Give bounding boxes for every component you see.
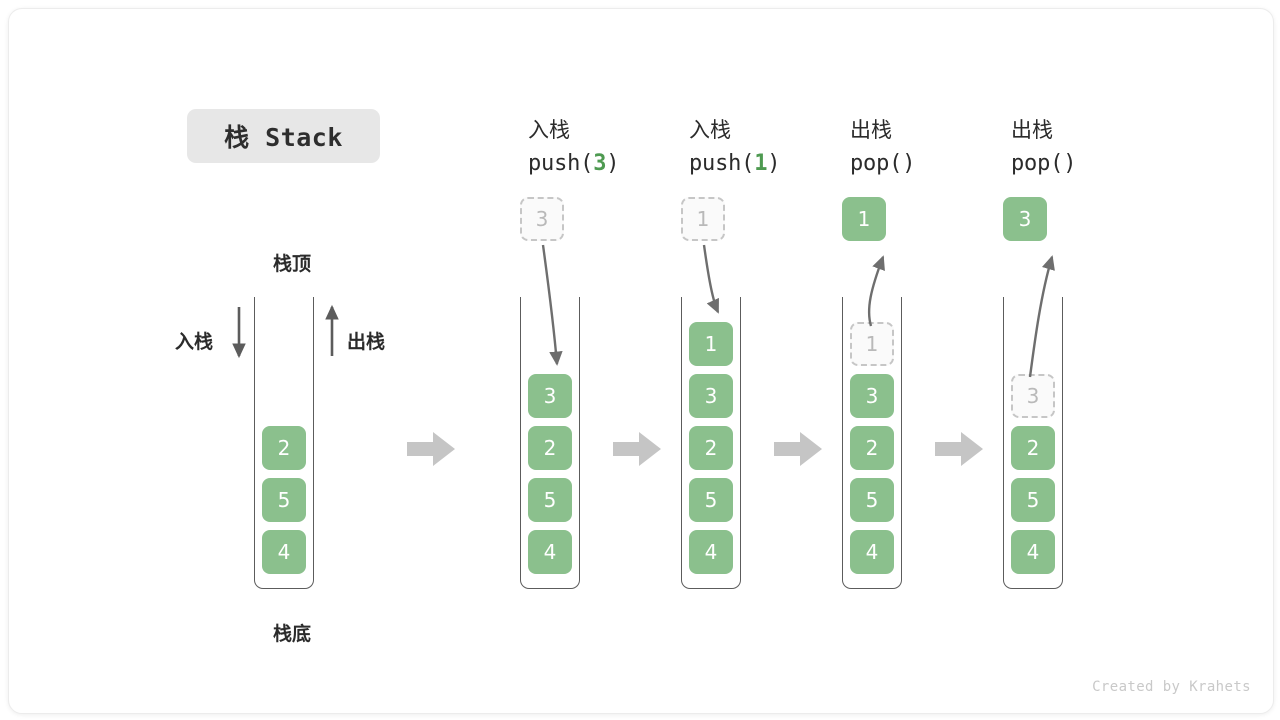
- push-3-prefix: push(: [528, 150, 594, 176]
- stack-bottom-label: 栈底: [272, 623, 311, 645]
- stack-cell: 4: [689, 530, 733, 574]
- stack-cell: 3: [850, 374, 894, 418]
- vacated-ghost-cell: 1: [850, 322, 894, 366]
- stack-cell: 5: [689, 478, 733, 522]
- diagram-card: 栈 Stack 入栈 push(3) 入栈 push(1) 出栈 pop() 出…: [8, 8, 1274, 714]
- pop-3-prefix: pop(: [1011, 150, 1064, 176]
- stack-cell: 3: [528, 374, 572, 418]
- flow-arrow: [613, 432, 661, 466]
- stack-cell: 4: [528, 530, 572, 574]
- pop-direction-label: 出栈: [347, 331, 386, 353]
- stack-cell: 2: [1011, 426, 1055, 470]
- column-header-push-1-cn: 入栈: [689, 118, 731, 142]
- diagram-stage: 栈 Stack 入栈 push(3) 入栈 push(1) 出栈 pop() 出…: [9, 9, 1273, 713]
- stack-cell: 2: [528, 426, 572, 470]
- stack-cell: 2: [850, 426, 894, 470]
- stack-cell: 2: [262, 426, 306, 470]
- stack-cell: 5: [1011, 478, 1055, 522]
- flow-arrow: [774, 432, 822, 466]
- popped-cell: 3: [1003, 197, 1047, 241]
- stack-title-chip: 栈 Stack: [187, 109, 380, 163]
- stack-cell: 2: [689, 426, 733, 470]
- flow-arrow: [935, 432, 983, 466]
- column-header-push-3-cn: 入栈: [528, 118, 570, 142]
- stack-cell: 4: [262, 530, 306, 574]
- stack-walls-pop-1: [842, 297, 902, 589]
- push-1-prefix: push(: [689, 150, 755, 176]
- column-header-pop-3-code: pop(): [1011, 147, 1181, 180]
- column-header-pop-3-cn: 出栈: [1011, 118, 1053, 142]
- column-header-pop-1-cn: 出栈: [850, 118, 892, 142]
- push-direction-label: 入栈: [175, 331, 214, 353]
- popped-cell: 1: [842, 197, 886, 241]
- column-header-push-3-code: push(3): [528, 147, 698, 180]
- push-3-arg: 3: [593, 150, 607, 176]
- column-header-push-1: 入栈 push(1): [689, 115, 859, 180]
- vacated-ghost-cell: 3: [1011, 374, 1055, 418]
- stack-cell: 4: [1011, 530, 1055, 574]
- column-header-pop-1: 出栈 pop(): [850, 115, 1020, 180]
- stack-walls-pop-3: [1003, 297, 1063, 589]
- pop-1-prefix: pop(: [850, 150, 903, 176]
- credit-text: Created by Krahets: [1092, 679, 1251, 695]
- pop-3-suffix: ): [1063, 150, 1077, 176]
- column-header-push-1-code: push(1): [689, 147, 859, 180]
- stack-cell: 5: [528, 478, 572, 522]
- stack-walls-push-3: [520, 297, 580, 589]
- push-1-suffix: ): [767, 150, 781, 176]
- push-3-suffix: ): [606, 150, 620, 176]
- stack-cell: 1: [689, 322, 733, 366]
- stack-walls-push-1: [681, 297, 741, 589]
- pop-1-suffix: ): [902, 150, 916, 176]
- incoming-ghost-cell: 1: [681, 197, 725, 241]
- column-header-pop-3: 出栈 pop(): [1011, 115, 1181, 180]
- flow-arrow: [407, 432, 455, 466]
- stack-cell: 4: [850, 530, 894, 574]
- stack-walls-initial: [254, 297, 314, 589]
- stack-cell: 5: [850, 478, 894, 522]
- incoming-ghost-cell: 3: [520, 197, 564, 241]
- column-header-push-3: 入栈 push(3): [528, 115, 698, 180]
- push-1-arg: 1: [754, 150, 768, 176]
- stack-cell: 5: [262, 478, 306, 522]
- column-header-pop-1-code: pop(): [850, 147, 1020, 180]
- stack-cell: 3: [689, 374, 733, 418]
- stack-top-label: 栈顶: [272, 253, 311, 275]
